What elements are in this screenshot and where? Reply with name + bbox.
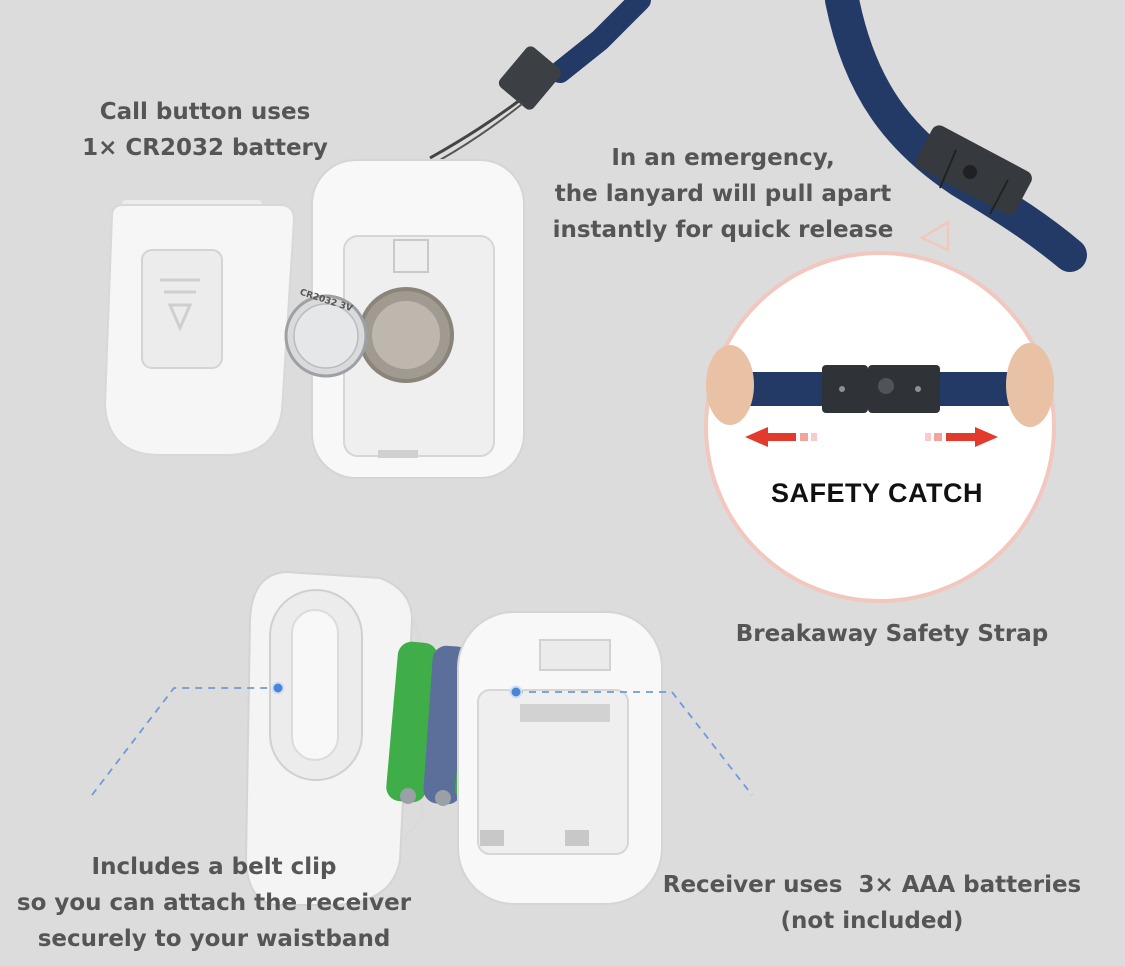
call-button-caption-line-1: Call button uses [99,99,311,125]
call-button-caption: Call button uses 1× CR2032 battery [60,94,350,166]
belt-clip-caption-line-1: Includes a belt clip [91,854,337,880]
lanyard-top-left [429,0,651,161]
breakaway-caption: Breakaway Safety Strap [710,616,1074,652]
call-button-cover [103,200,296,456]
emergency-caption-line-2: the lanyard will pull apart [554,181,892,207]
receiver-caption-line-1: Receiver uses 3× AAA batteries [662,872,1082,898]
lanyard-cord [429,98,521,160]
buckle-right-half [868,365,940,413]
belt-clip-leader-line [91,681,285,796]
emergency-caption: In an emergency, the lanyard will pull a… [540,140,906,248]
safety-catch-callout [704,251,1056,603]
callout-pointer-icon [919,219,950,252]
receiver-body [457,611,663,905]
safety-catch-label: SAFETY CATCH [770,478,983,508]
left-hand [706,345,754,425]
right-hand [1006,343,1054,427]
red-arrow-left-icon [745,427,817,447]
lanyard-clasp [498,46,562,110]
lanyard-top-right [825,0,1087,272]
emergency-caption-line-3: instantly for quick release [552,217,894,243]
cr2032-coin-battery [284,294,368,378]
receiver-leader-line [509,685,753,796]
belt-clip-caption-line-3: securely to your waistband [37,926,391,952]
call-button-caption-line-2: 1× CR2032 battery [82,135,328,161]
belt-clip-caption: Includes a belt clip so you can attach t… [10,849,418,957]
receiver-caption-line-2: (not included) [780,908,964,934]
belt-clip-caption-line-2: so you can attach the receiver [16,890,412,916]
emergency-caption-line-1: In an emergency, [611,145,835,171]
receiver-caption: Receiver uses 3× AAA batteries (not incl… [650,867,1094,939]
red-arrow-right-icon [925,427,998,447]
breakaway-caption-line: Breakaway Safety Strap [735,621,1049,647]
